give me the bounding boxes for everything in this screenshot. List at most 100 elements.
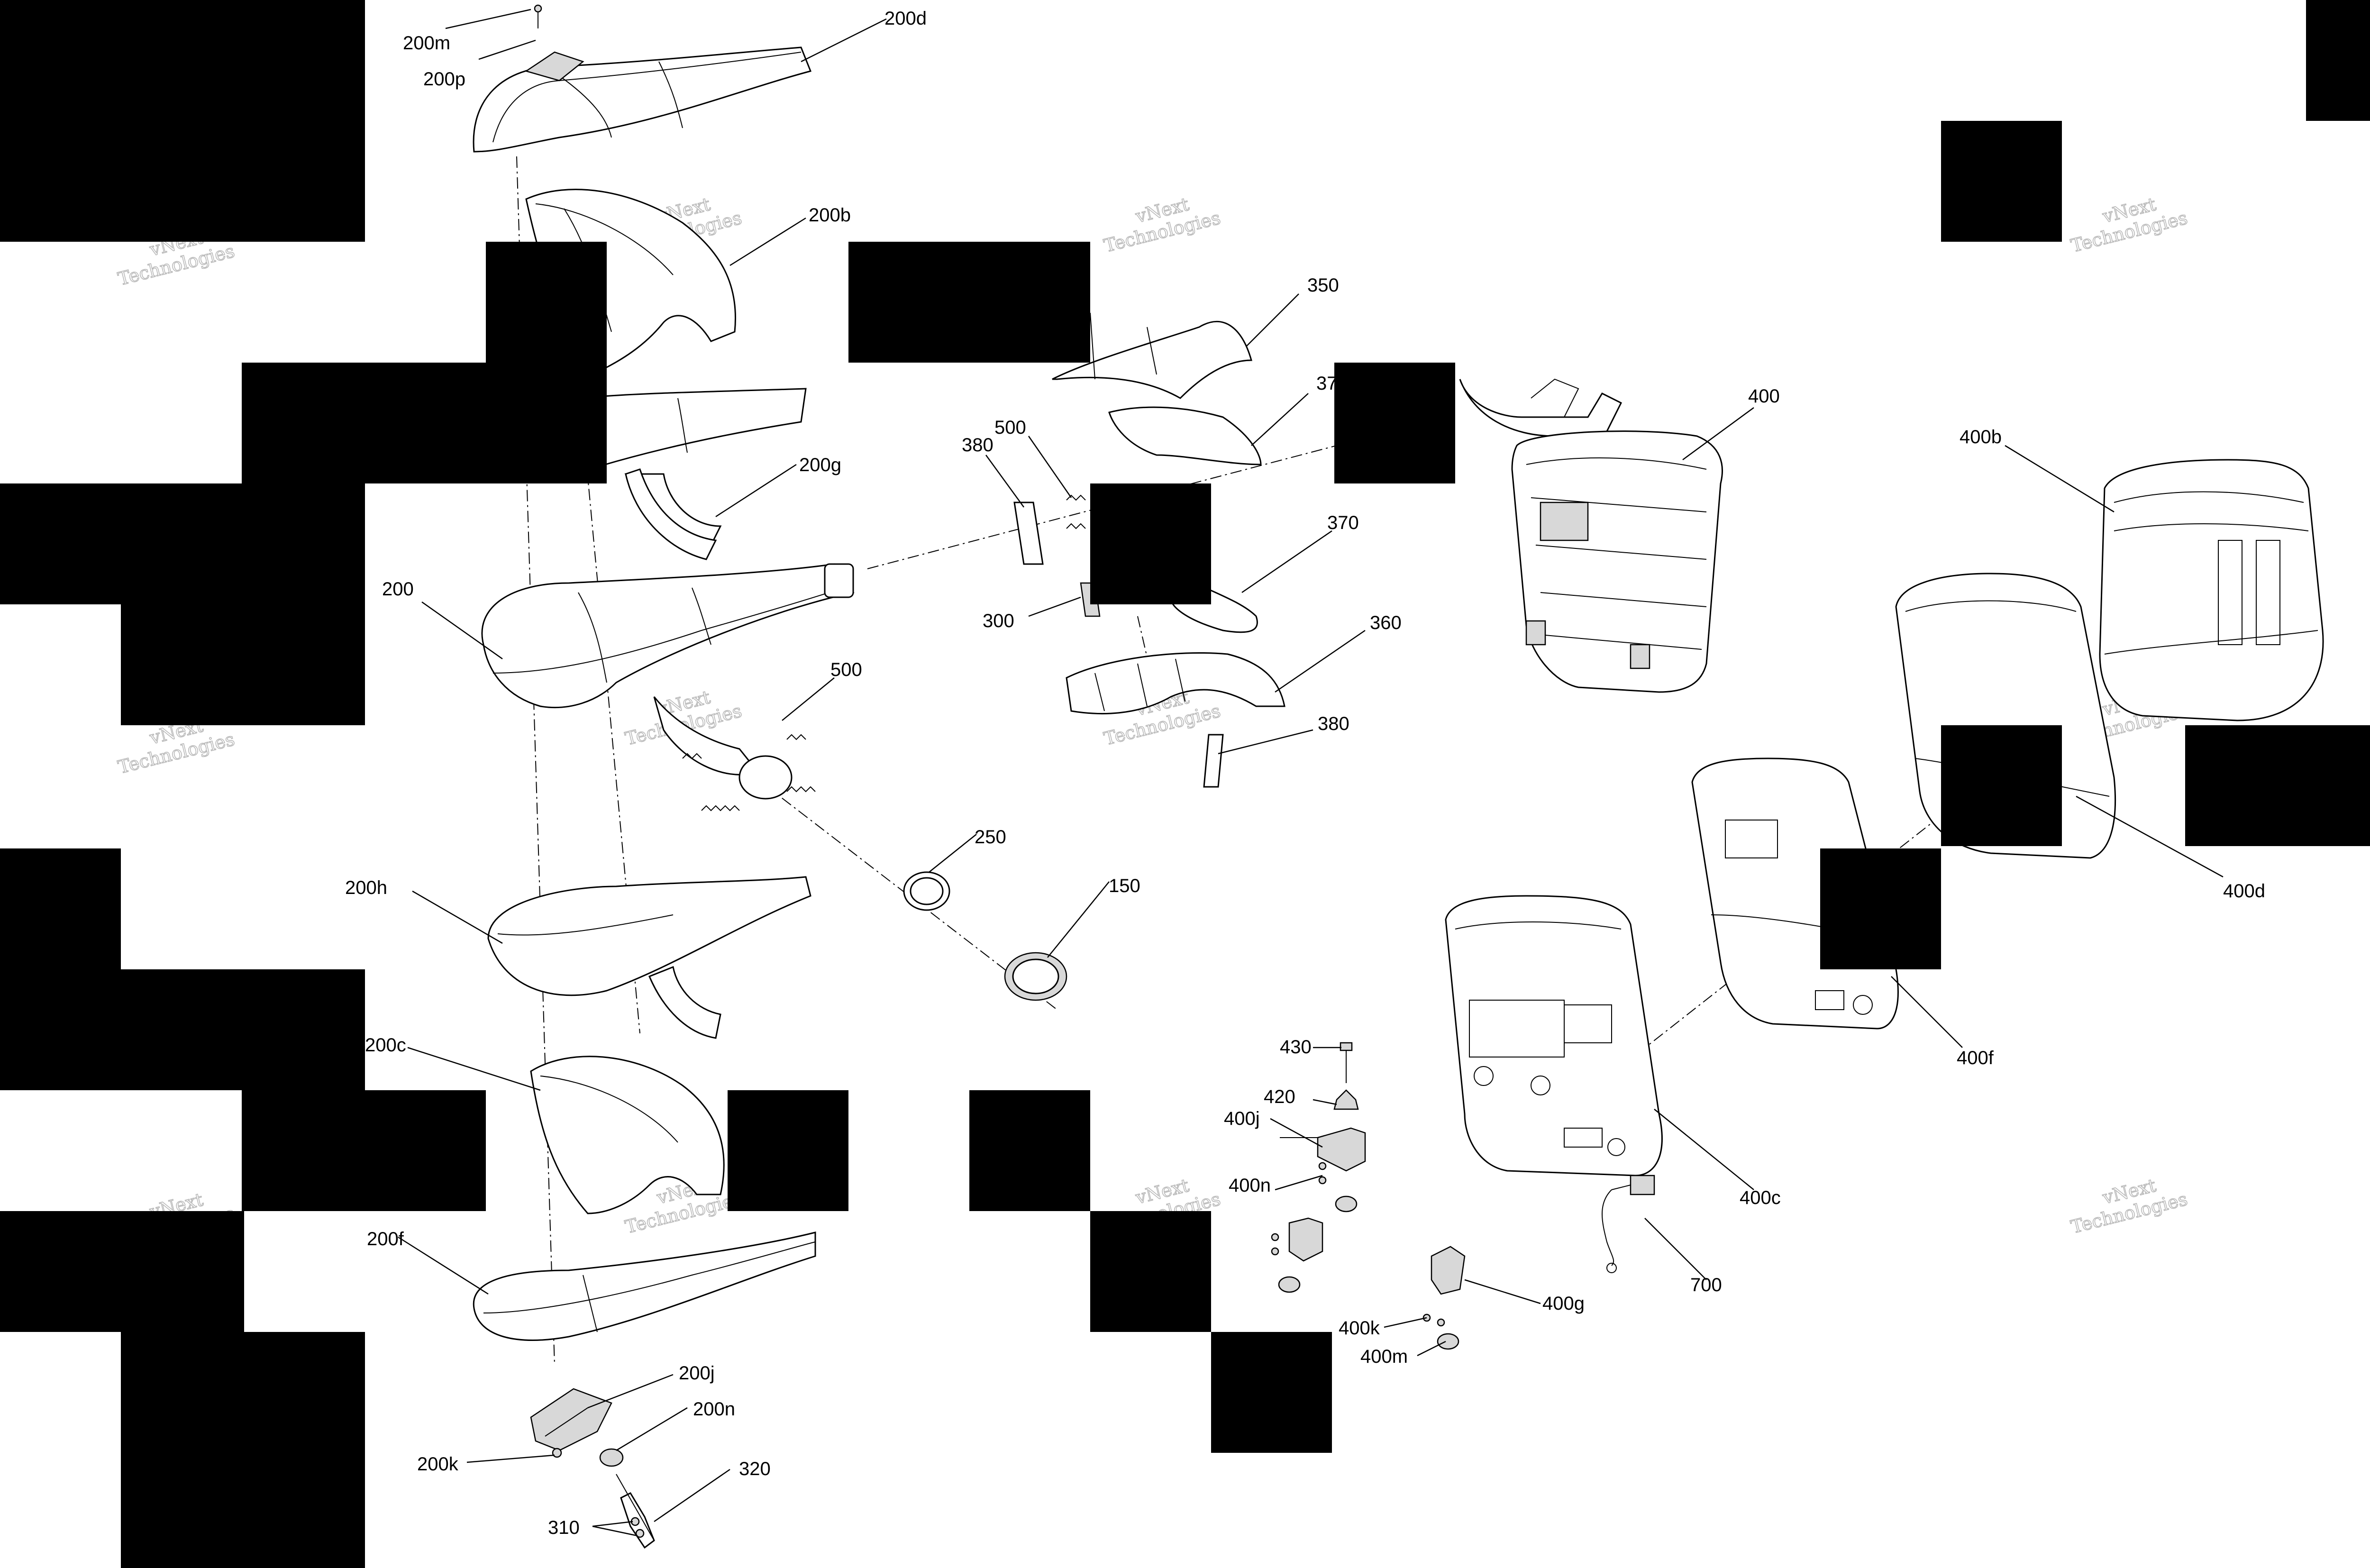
callout-200f: 200f (367, 1229, 404, 1249)
bracket-400n (1271, 1217, 1323, 1293)
callout-200k: 200k (417, 1454, 459, 1475)
springs-500-left (682, 734, 816, 811)
redaction-block (0, 0, 365, 242)
clip-380-upper (1013, 501, 1044, 565)
shield-360 (1066, 652, 1285, 715)
screws-310 (630, 1517, 645, 1538)
redaction-block (1941, 121, 2062, 242)
callout-380-upper: 380 (962, 435, 994, 456)
heat-shield-200c (530, 1056, 725, 1214)
callout-500-middle: 500 (994, 417, 1026, 438)
callout-370: 370 (1327, 512, 1359, 533)
gasket-150 (1004, 952, 1067, 1001)
callout-400c: 400c (1740, 1187, 1781, 1208)
callout-400: 400 (1748, 386, 1780, 407)
callout-200c: 200c (365, 1035, 406, 1056)
watermark-3: vNext Technologies (1102, 193, 1223, 257)
callout-350: 350 (1307, 275, 1339, 296)
callout-420: 420 (1264, 1086, 1295, 1107)
centerline-pipe-to-muffler (867, 445, 1337, 569)
callout-400n: 400n (1229, 1175, 1271, 1196)
redaction-block (1090, 483, 1211, 604)
callout-320: 320 (739, 1459, 771, 1479)
redaction-block (1334, 363, 1455, 483)
callout-500-left: 500 (830, 659, 862, 680)
callout-labels: 200m 200p 200d 200b 200g 200 500 250 150… (345, 8, 2265, 1538)
outlet-shield-200g (624, 468, 722, 560)
watermark-12: vNext Technologies (2069, 1175, 2190, 1238)
redaction-block (486, 242, 607, 363)
cover-400c (1445, 895, 1663, 1176)
redaction-block (0, 969, 365, 1090)
callout-400g: 400g (1542, 1293, 1585, 1314)
redaction-block (0, 1211, 244, 1332)
callout-200b: 200b (809, 205, 851, 226)
redaction-block (2306, 0, 2370, 121)
redaction-block (0, 483, 365, 604)
tuned-pipe-heat-shield-200d (473, 46, 812, 153)
shield-350 (1052, 312, 1252, 399)
centerline-left (516, 156, 555, 1366)
redaction-block (1941, 725, 2062, 846)
callout-200g: 200g (799, 455, 841, 475)
muffler-400 (1459, 378, 1723, 693)
redaction-block (728, 1090, 848, 1211)
callout-700: 700 (1690, 1275, 1722, 1295)
callout-200: 200 (382, 579, 414, 600)
watermark-4: vNext Technologies (2069, 193, 2190, 257)
screw-200m (534, 4, 542, 28)
bolt-200k (552, 1448, 562, 1458)
callout-200j: 200j (679, 1363, 715, 1384)
nut-200n (599, 1448, 624, 1467)
redaction-block (242, 363, 607, 483)
redaction-block (1211, 1332, 1332, 1453)
callout-200p: 200p (423, 69, 465, 90)
tuned-pipe-200 (481, 563, 855, 800)
leader-lines (398, 9, 2224, 1537)
callout-200d: 200d (884, 8, 927, 29)
callout-430: 430 (1280, 1037, 1312, 1057)
shield-37x (1108, 406, 1262, 465)
sensor-700 (1602, 1175, 1655, 1273)
seal-ring-250 (903, 871, 950, 911)
callout-360: 360 (1370, 612, 1402, 633)
clip-380-lower (1203, 734, 1224, 788)
support-320 (616, 1474, 655, 1549)
callout-300: 300 (983, 611, 1014, 631)
callout-400k: 400k (1339, 1318, 1380, 1339)
bracket-400g (1422, 1246, 1466, 1350)
redaction-block (0, 848, 121, 969)
redaction-block (121, 1332, 365, 1453)
springs-500-middle (1066, 494, 1086, 529)
redaction-block (969, 1090, 1090, 1211)
redaction-block (1820, 848, 1941, 969)
cover-400b (2099, 459, 2324, 721)
bracket-400j (1280, 1127, 1366, 1212)
lower-pan-200f (473, 1231, 816, 1341)
callout-250: 250 (975, 827, 1006, 848)
redaction-block (848, 242, 1090, 363)
redaction-block (2185, 725, 2370, 846)
callout-310: 310 (548, 1517, 580, 1538)
redaction-block (1090, 1211, 1211, 1332)
redaction-block (121, 1453, 365, 1568)
callout-37: 37 (1316, 373, 1338, 394)
lower-shield-200h (487, 876, 811, 1039)
callout-200m: 200m (403, 33, 450, 54)
callout-400f: 400f (1957, 1048, 1994, 1068)
redaction-block (121, 604, 365, 725)
bolt-430 (1340, 1042, 1353, 1083)
callout-380-lower: 380 (1318, 713, 1349, 734)
grommet-420 (1333, 1089, 1359, 1110)
callout-200h: 200h (345, 877, 387, 898)
callout-150: 150 (1109, 875, 1140, 896)
callout-400b: 400b (1960, 427, 2002, 447)
callout-400d: 400d (2223, 881, 2265, 902)
bracket-200j (530, 1388, 612, 1451)
callout-200n: 200n (693, 1399, 735, 1420)
callout-400j: 400j (1224, 1108, 1260, 1129)
callout-400m: 400m (1360, 1346, 1408, 1367)
redaction-block (242, 1090, 486, 1211)
